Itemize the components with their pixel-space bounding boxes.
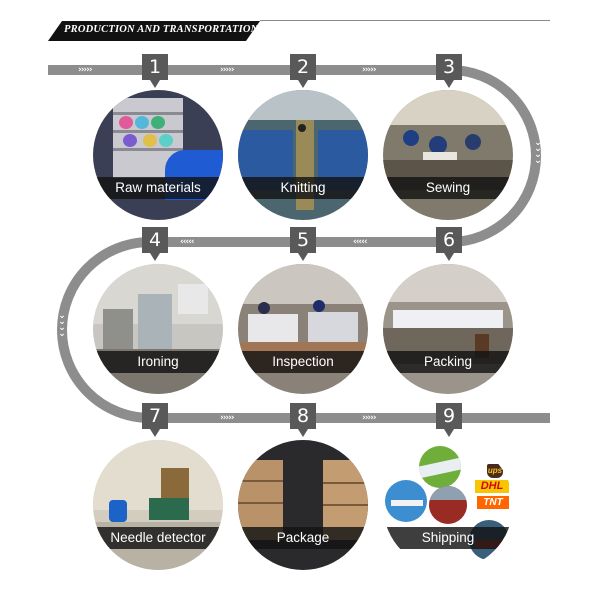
track-arrows-down: ⌄⌄⌄⌄ — [58, 311, 66, 339]
header-divider — [260, 20, 550, 21]
label-band — [238, 527, 368, 549]
step-badge: 5 — [290, 227, 316, 263]
label-band — [383, 351, 513, 373]
step-shipping: ups DHL TNT Shipping — [383, 440, 513, 570]
step-knitting: Knitting — [238, 90, 368, 220]
track-arrows-right: ››››› — [220, 413, 235, 423]
step-number: 7 — [148, 405, 162, 427]
step-label: Shipping — [421, 530, 475, 545]
step-number: 1 — [148, 56, 162, 78]
step-badge: 8 — [290, 403, 316, 439]
track-arrows-right: ››››› — [362, 413, 377, 423]
badge-shape — [290, 403, 316, 437]
badge-shape — [290, 54, 316, 88]
step-number: 2 — [296, 56, 310, 78]
step-badge: 1 — [142, 54, 168, 90]
step-inspection: Inspection — [238, 264, 368, 394]
badge-shape — [142, 403, 168, 437]
step-number: 6 — [442, 229, 456, 251]
step-raw-materials: Raw materials — [93, 90, 223, 220]
track-arrows-right: ››››› — [78, 65, 93, 75]
track-arrows-right: ››››› — [362, 65, 377, 75]
step-label: Package — [276, 530, 330, 545]
ups-logo: ups — [487, 464, 503, 478]
label-band — [93, 177, 223, 199]
truck-photo — [429, 486, 467, 524]
label-band — [93, 351, 223, 373]
step-number: 5 — [296, 229, 310, 251]
step-number: 3 — [442, 56, 456, 78]
step-label: Needle detector — [110, 530, 206, 545]
step-sewing: Sewing — [383, 90, 513, 220]
badge-shape — [142, 54, 168, 88]
badge-shape — [142, 227, 168, 261]
step-number: 8 — [296, 405, 310, 427]
dhl-logo: DHL — [475, 480, 509, 493]
step-number: 4 — [148, 229, 162, 251]
track-arrows-right: ››››› — [78, 413, 93, 423]
step-label: Raw materials — [115, 180, 201, 195]
step-needle-detector: Needle detector — [93, 440, 223, 570]
tnt-logo: TNT — [477, 496, 509, 509]
badge-shape — [436, 54, 462, 88]
step-badge: 2 — [290, 54, 316, 90]
label-band — [93, 527, 223, 549]
badge-shape — [436, 227, 462, 261]
track-arrows-left: ‹‹‹‹‹ — [180, 237, 195, 247]
step-label: Inspection — [272, 354, 334, 369]
step-label: Knitting — [280, 180, 326, 195]
badge-shape — [436, 403, 462, 437]
section-title: PRODUCTION AND TRANSPORTATION — [64, 24, 259, 35]
label-band — [383, 177, 513, 199]
step-label: Ironing — [137, 354, 179, 369]
label-band — [238, 177, 368, 199]
step-packing: Packing — [383, 264, 513, 394]
label-band — [383, 527, 513, 549]
step-label: Packing — [423, 354, 473, 369]
track-arrows-left: ‹‹‹‹‹ — [353, 237, 368, 247]
step-package: Package — [238, 440, 368, 570]
step-badge: 7 — [142, 403, 168, 439]
track-arrows-right: ››››› — [220, 65, 235, 75]
train-photo — [419, 446, 461, 488]
step-ironing: Ironing — [93, 264, 223, 394]
track-arrows-down: ⌄⌄⌄⌄ — [534, 138, 542, 166]
section-header-tab — [48, 21, 260, 41]
step-number: 9 — [442, 405, 456, 427]
step-label: Sewing — [425, 180, 471, 195]
airplane-photo — [385, 480, 427, 522]
badge-shape — [290, 227, 316, 261]
label-band — [238, 351, 368, 373]
step-badge: 9 — [436, 403, 462, 439]
step-badge: 6 — [436, 227, 462, 263]
step-badge: 4 — [142, 227, 168, 263]
step-badge: 3 — [436, 54, 462, 90]
